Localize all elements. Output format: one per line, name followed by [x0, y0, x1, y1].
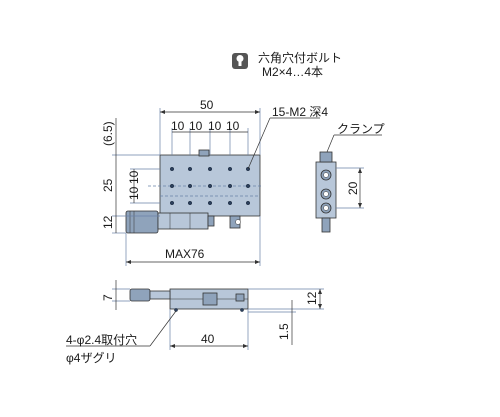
side-view: クランプ 20: [315, 122, 385, 233]
side-clamp-knob: [319, 151, 333, 163]
note-tapped-holes: 15-M2 深4: [272, 105, 328, 119]
legend: 六角穴付ボルト M2×4…4本: [232, 50, 342, 79]
dim-bottom-12: 12: [101, 215, 115, 229]
clamp-knob-top: [198, 149, 210, 157]
dim-offset-6-5: (6.5): [101, 121, 115, 146]
dim-pitch-4: 10: [226, 119, 240, 133]
dim-pitch-3: 10: [208, 119, 222, 133]
front-view: 7 12 1.5 40 4-φ2.4取付穴 φ4ザグリ: [66, 280, 324, 365]
dim-width-50: 50: [200, 98, 214, 112]
dim-front-1-5: 1.5: [277, 323, 291, 340]
dim-side-20: 20: [346, 181, 360, 195]
clamp-screw: [229, 215, 241, 229]
note-mount-holes: 4-φ2.4取付穴: [66, 332, 137, 347]
dim-pitch-2: 10: [189, 119, 203, 133]
note-clamp: クランプ: [337, 122, 385, 136]
side-micrometer: [321, 217, 331, 233]
dim-front-12: 12: [305, 291, 319, 305]
dim-pitch-1: 10: [171, 119, 185, 133]
tapped-hole-grid: [169, 166, 251, 206]
dim-pitch-v2: 10: [127, 186, 141, 200]
dim-front-7: 7: [101, 294, 115, 301]
micrometer-head: [125, 210, 215, 234]
front-micrometer: [129, 288, 151, 302]
legend-title: 六角穴付ボルト: [258, 50, 342, 65]
dim-height-25: 25: [101, 178, 115, 192]
dim-max-76: MAX76: [165, 247, 205, 261]
top-view: 50 10 10 10 10 (6.5) 25 12 10 10 MAX76: [101, 98, 328, 266]
note-counterbore: φ4ザグリ: [66, 351, 116, 365]
dim-front-40: 40: [201, 332, 215, 346]
dim-pitch-v1: 10: [127, 170, 141, 184]
legend-spec: M2×4…4本: [262, 65, 323, 79]
hex-socket-bolt-icon: [232, 53, 248, 69]
